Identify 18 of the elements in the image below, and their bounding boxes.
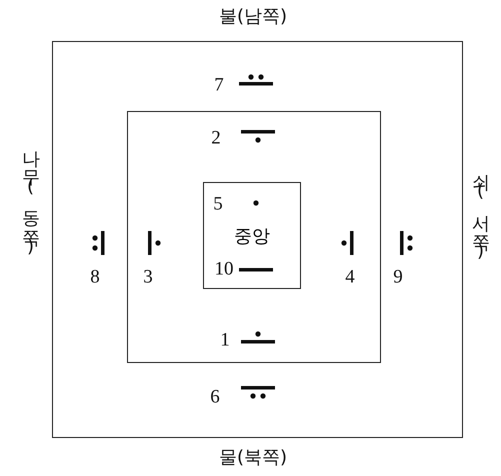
direction-label: 물(북쪽) <box>218 449 288 467</box>
number-label: 8 <box>90 268 100 286</box>
square-frame <box>52 41 463 438</box>
direction-label: 쇠(서쪽) <box>471 162 489 262</box>
number-label: 1 <box>220 330 230 350</box>
direction-label: 불(남쪽) <box>218 8 288 26</box>
number-label: 9 <box>393 268 403 286</box>
center-label: 중앙 <box>233 224 271 248</box>
number-label: 10 <box>214 260 234 278</box>
number-label: 5 <box>213 194 223 214</box>
number-label: 4 <box>345 268 355 286</box>
number-label: 2 <box>211 128 221 148</box>
square-frame <box>126 110 380 362</box>
number-label: 6 <box>210 388 220 406</box>
number-label: 3 <box>143 268 153 286</box>
number-label: 7 <box>214 76 224 94</box>
direction-label: 나무(동쪽) <box>21 138 39 258</box>
center-box <box>203 182 301 289</box>
